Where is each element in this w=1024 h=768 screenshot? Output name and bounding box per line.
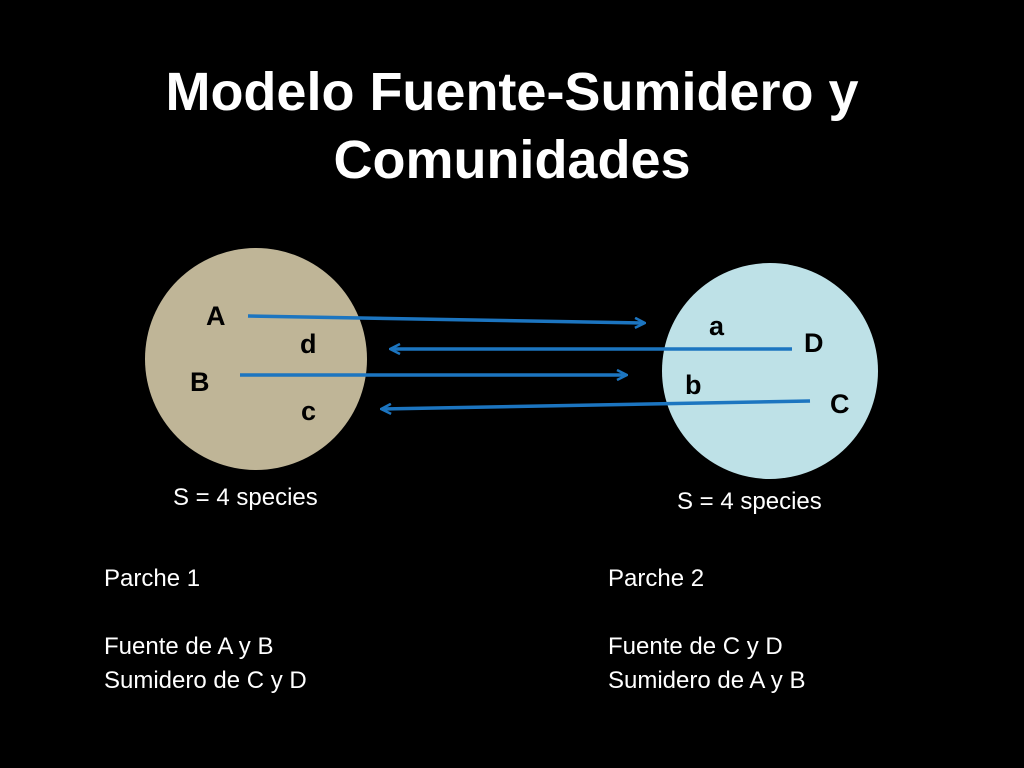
- patch-2-name: Parche 2: [608, 565, 705, 592]
- patch-2-spacer: [608, 596, 805, 630]
- patch-2-species-label-a: a: [709, 311, 725, 341]
- patch-2-species-label-C: C: [830, 389, 850, 419]
- patch-2-species-label-b: b: [685, 370, 702, 400]
- slide-title: Modelo Fuente-Sumidero y Comunidades: [0, 58, 1024, 194]
- patch-1-name: Parche 1: [104, 565, 201, 592]
- arrow-A-to-patch-2: [247, 314, 644, 323]
- patch-2-source-text: Fuente de C y D: [608, 633, 783, 660]
- patch-1-species-label-c: c: [301, 396, 316, 426]
- arrow-C-to-patch-1: [382, 399, 811, 409]
- patch-1-species-label-B: B: [190, 367, 210, 397]
- patch-1-sink-text: Sumidero de C y D: [104, 667, 307, 694]
- patch-1-circle: [145, 248, 367, 470]
- patch-2-species-count: S = 4 species: [677, 488, 822, 515]
- patch-2-circle: [662, 263, 878, 479]
- slide-title-line-2: Comunidades: [333, 130, 691, 190]
- patch-1-description: Parche 1 Fuente de A y B Sumidero de C y…: [104, 562, 307, 698]
- slide-title-line-1: Modelo Fuente-Sumidero y: [165, 62, 859, 122]
- patch-1-spacer: [104, 596, 307, 630]
- patch-1-source-text: Fuente de A y B: [104, 633, 274, 660]
- patch-2-sink-text: Sumidero de A y B: [608, 667, 806, 694]
- patch-2-species-label-D: D: [804, 328, 824, 358]
- patch-1-species-count: S = 4 species: [173, 484, 318, 511]
- patch-1-species-label-A: A: [206, 301, 226, 331]
- patch-2-description: Parche 2 Fuente de C y D Sumidero de A y…: [608, 562, 805, 698]
- patch-1-species-label-d: d: [300, 329, 317, 359]
